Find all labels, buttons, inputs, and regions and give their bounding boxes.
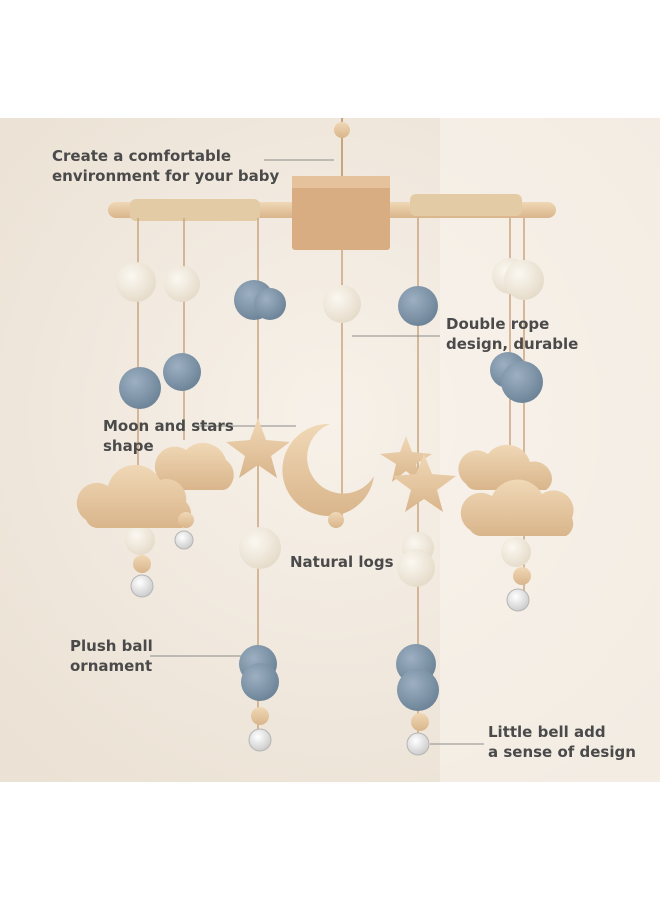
felt-balls (116, 258, 544, 711)
little-bells (130, 530, 530, 756)
annotation-moon-stars: Moon and stars shape (103, 417, 234, 455)
window-light (440, 118, 660, 782)
wood-beads (133, 512, 531, 731)
wooden-stars (226, 418, 456, 512)
top-bead (334, 122, 350, 138)
annotation-comfortable-environment: Create a comfortable environment for you… (52, 147, 280, 185)
wooden-clouds (76, 442, 574, 536)
crib-mobile-photo (0, 118, 660, 782)
annotation-little-bell: Little bell add a sense of design (488, 723, 636, 761)
annotation-plush-ball: Plush ball ornament (70, 637, 153, 675)
wooden-moon (282, 423, 374, 516)
annotation-natural-logs: Natural logs (290, 553, 394, 571)
wooden-crossbar (108, 176, 556, 250)
annotation-double-rope: Double rope design, durable (446, 315, 579, 353)
